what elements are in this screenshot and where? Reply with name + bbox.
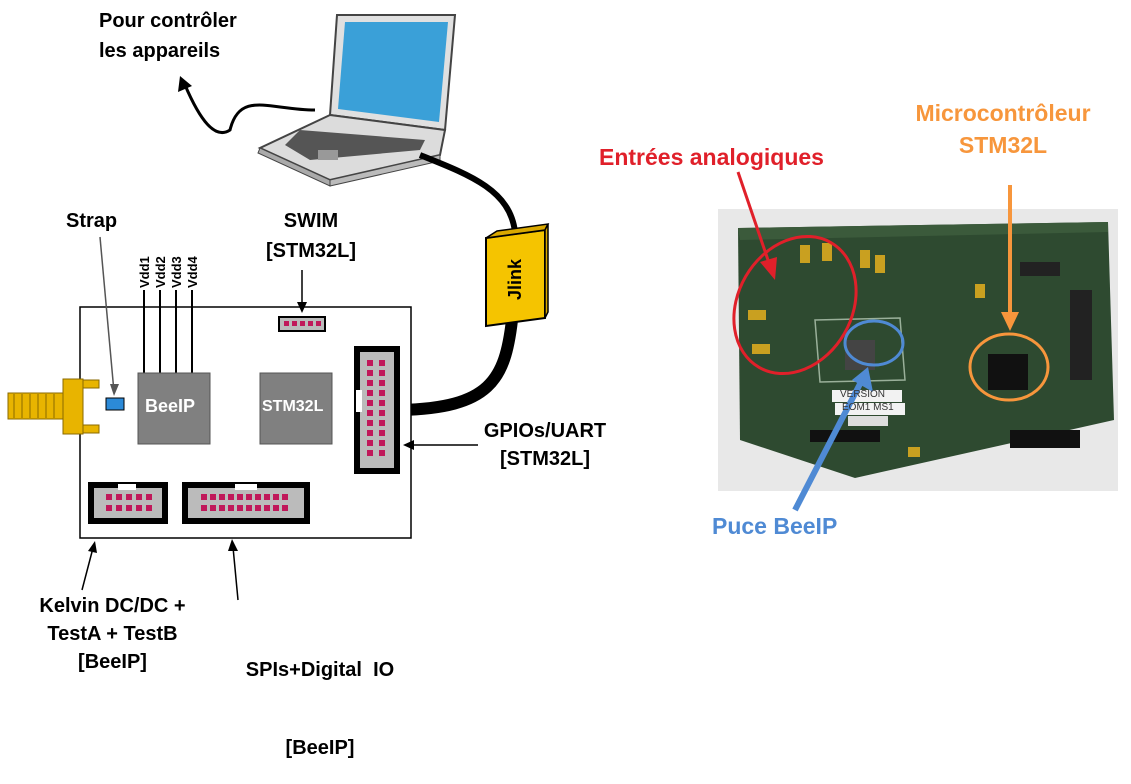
pc-label-line1: Pour contrôler bbox=[99, 10, 237, 32]
swim-label: SWIM [STM32L] bbox=[256, 209, 366, 263]
jlink-box bbox=[485, 223, 550, 328]
kelvin-label: Kelvin DC/DC + TestA + TestB [BeeIP] bbox=[5, 594, 220, 674]
kelvin-label-line2: TestA + TestB bbox=[47, 623, 178, 645]
beeip-chip bbox=[137, 372, 211, 445]
strap-label: Strap bbox=[66, 210, 118, 232]
pc-label-line2: les appareils bbox=[99, 40, 221, 62]
swim-label-line1: SWIM bbox=[283, 210, 339, 232]
kelvin-label-line1: Kelvin DC/DC + bbox=[39, 595, 186, 617]
stm32-chip bbox=[259, 372, 333, 445]
gpio-label-line2: [STM32L] bbox=[500, 448, 590, 470]
kelvin-label-line3: [BeeIP] bbox=[78, 651, 147, 673]
jlink-label: Jlink bbox=[505, 258, 525, 300]
gpio-label-line1: GPIOs/UART bbox=[483, 420, 607, 442]
spi-connector bbox=[182, 482, 310, 524]
vdd4-label: Vdd4 bbox=[185, 256, 200, 288]
entrees-label: Entrées analogiques bbox=[599, 144, 824, 170]
micro-label-line2: STM32L bbox=[958, 132, 1048, 158]
stm32-chip-label: STM32L bbox=[262, 398, 324, 415]
sma-connector-icon bbox=[7, 378, 100, 435]
diagram-canvas bbox=[7, 14, 1118, 601]
board-name-text: EOM1 MS1 bbox=[842, 402, 894, 413]
gpio-label: GPIOs/UART [STM32L] bbox=[480, 419, 610, 471]
board-version-text: VERSION bbox=[840, 389, 886, 400]
vdd2-label: Vdd2 bbox=[153, 256, 168, 288]
spi-label-line1: SPIs+Digital IO bbox=[245, 659, 395, 681]
swim-header bbox=[278, 316, 326, 332]
micro-label-line1: Microcontrôleur bbox=[915, 100, 1091, 126]
puce-label: Puce BeeIP bbox=[712, 513, 838, 539]
beeip-chip-label: BeeIP bbox=[145, 396, 196, 416]
swim-label-line2: [STM32L] bbox=[266, 240, 356, 262]
vdd3-label: Vdd3 bbox=[169, 256, 184, 288]
board-photo bbox=[718, 209, 1118, 491]
kelvin-connector bbox=[88, 482, 168, 524]
micro-label: Microcontrôleur STM32L bbox=[888, 101, 1118, 157]
laptop-icon bbox=[257, 14, 457, 187]
spi-label: SPIs+Digital IO [BeeIP] bbox=[220, 610, 420, 784]
gpio-connector bbox=[354, 346, 400, 474]
spi-label-line2: [BeeIP] bbox=[285, 737, 355, 759]
strap bbox=[105, 397, 125, 411]
vdd1-label: Vdd1 bbox=[137, 256, 152, 288]
